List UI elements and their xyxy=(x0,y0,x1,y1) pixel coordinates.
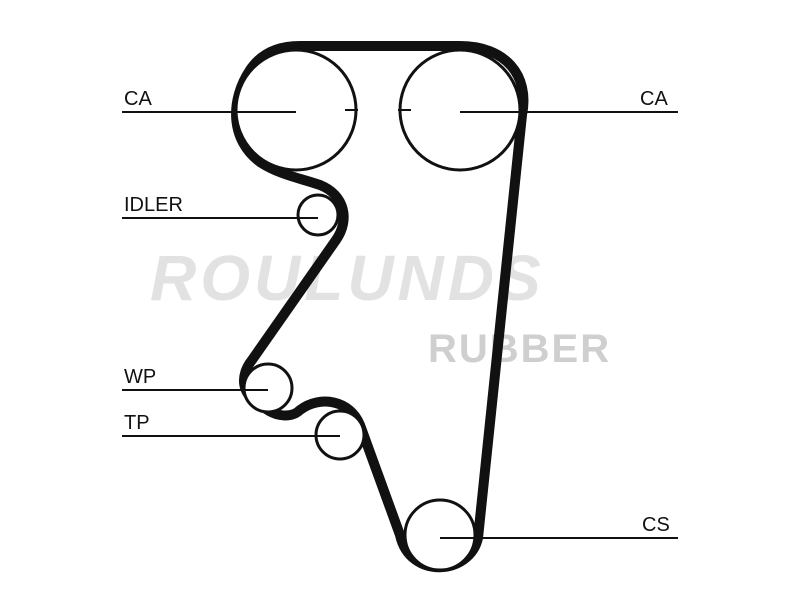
label-tp: TP xyxy=(124,412,150,434)
label-cs: CS xyxy=(642,514,670,536)
camshaft-pulley-left xyxy=(234,48,358,172)
idler-pulley xyxy=(296,193,340,237)
watermark: ROULUNDS RUBBER xyxy=(150,242,611,371)
label-idler: IDLER xyxy=(124,194,183,216)
label-ca-right: CA xyxy=(640,88,668,110)
watermark-sub: RUBBER xyxy=(428,327,611,371)
label-wp: WP xyxy=(124,366,156,388)
water-pump-pulley xyxy=(242,362,294,414)
camshaft-pulley-right xyxy=(398,48,522,172)
crankshaft-pulley xyxy=(403,498,477,572)
watermark-brand: ROULUNDS xyxy=(150,242,545,314)
label-ca-left: CA xyxy=(124,88,152,110)
